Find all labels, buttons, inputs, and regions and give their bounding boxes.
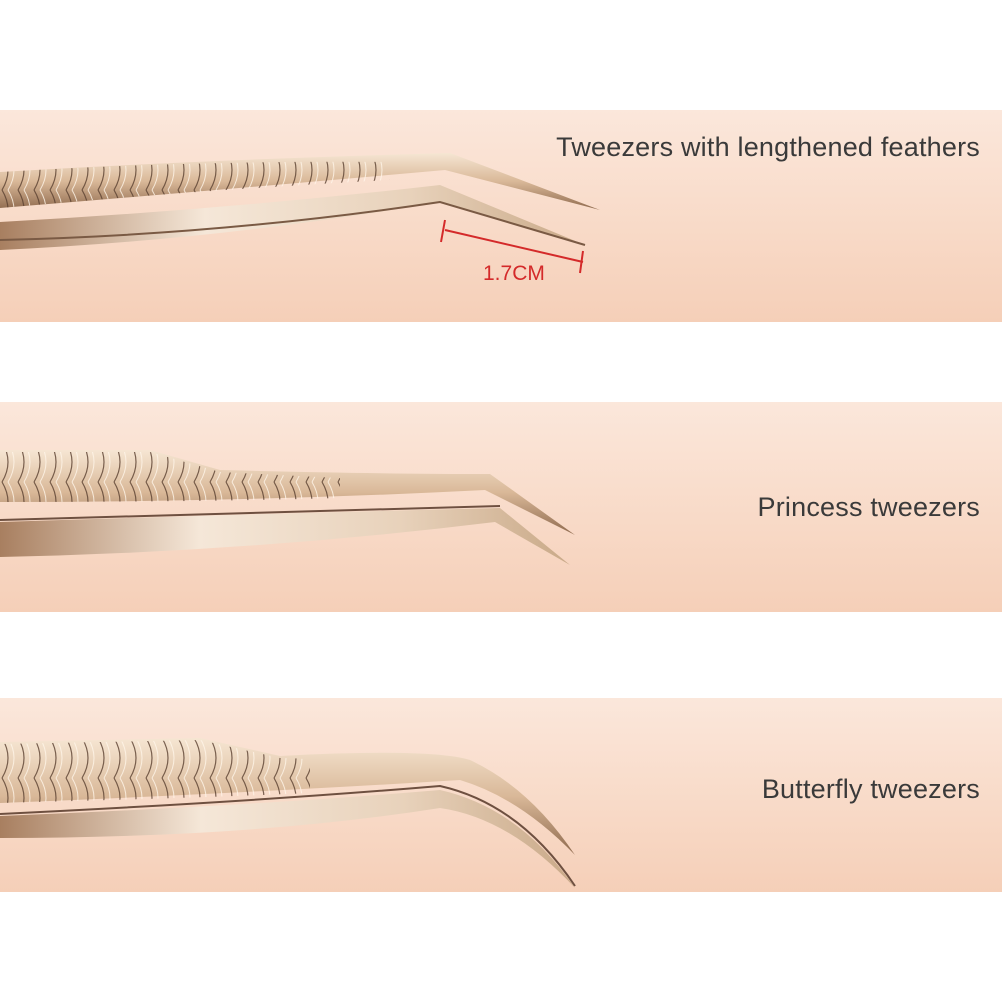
tweezers-image [0,450,575,565]
measurement-line [440,219,584,274]
product-label: Butterfly tweezers [761,774,980,804]
product-panel-lengthened-feathers: 1.7CM Tweezers with lengthened feathers [0,110,1002,322]
product-panel-princess: Princess tweezers [0,402,1002,612]
tweezers-image [0,738,576,888]
product-panel-butterfly: Butterfly tweezers [0,698,1002,892]
measurement-label: 1.7CM [483,262,545,285]
product-label: Tweezers with lengthened feathers [556,132,980,162]
product-label: Princess tweezers [757,492,980,522]
tweezers-image [0,153,600,274]
